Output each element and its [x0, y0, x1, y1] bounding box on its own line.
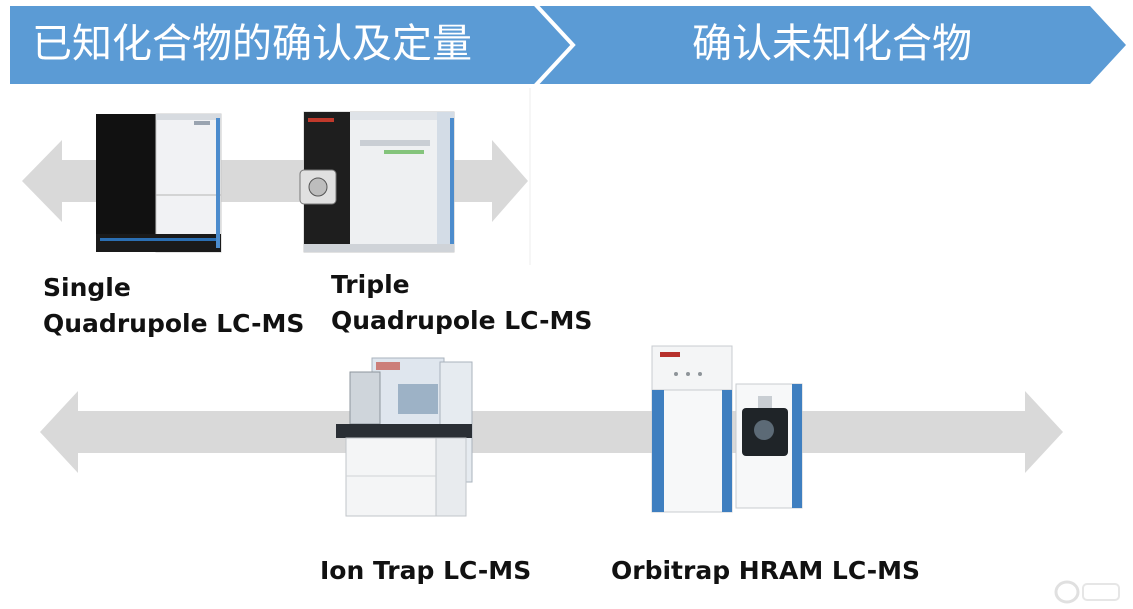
- orbitrap-instrument-icon: [651, 345, 803, 513]
- banner-divider: [533, 2, 576, 88]
- left-banner-label: 已知化合物的确认及定量: [32, 21, 472, 67]
- bottom-double-arrow: [40, 391, 1063, 473]
- single-quadrupole-label: Single Quadrupole LC-MS: [43, 270, 304, 342]
- ion-trap-label: Ion Trap LC-MS: [320, 553, 531, 589]
- single-quadrupole-line1: Single: [43, 273, 131, 302]
- triple-quadrupole-line2: Quadrupole LC-MS: [331, 306, 593, 335]
- single-quadrupole-line2: Quadrupole LC-MS: [43, 309, 305, 338]
- triple-quadrupole-line1: Triple: [331, 270, 410, 299]
- ion-trap-line1: Ion Trap LC-MS: [320, 556, 532, 585]
- triple-quadrupole-instrument-icon: [299, 111, 455, 253]
- orbitrap-line1: Orbitrap HRAM LC-MS: [611, 556, 921, 585]
- orbitrap-label: Orbitrap HRAM LC-MS: [611, 553, 920, 589]
- right-banner-label: 确认未知化合物: [692, 21, 972, 67]
- ion-trap-instrument-icon: [336, 357, 473, 517]
- right-banner-chevron: [535, 6, 1126, 84]
- watermark-logo-icon: [1054, 580, 1120, 604]
- single-quadrupole-instrument-icon: [96, 113, 222, 253]
- banner-chevrons: [10, 2, 1126, 88]
- left-banner-chevron: [10, 6, 572, 84]
- triple-quadrupole-label: Triple Quadrupole LC-MS: [331, 267, 592, 339]
